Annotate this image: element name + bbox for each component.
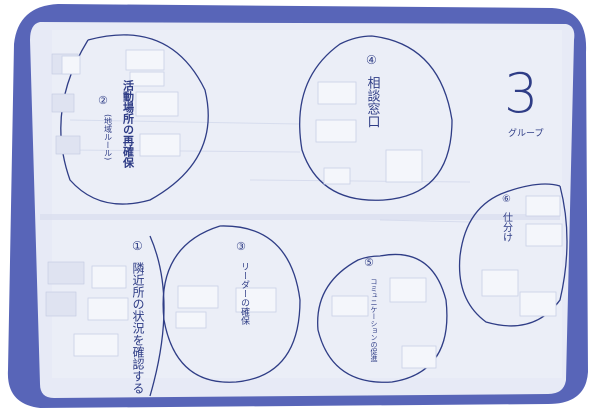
group-number: 3 xyxy=(504,62,538,125)
cluster-4-label: 相談窓口 xyxy=(365,76,381,128)
faded-background-lines xyxy=(69,119,471,223)
cluster-circles xyxy=(60,34,568,397)
cluster-6-number: ⑥ xyxy=(502,194,511,205)
cluster-1-bracket xyxy=(149,235,165,397)
cluster-5-number: ⑤ xyxy=(364,256,374,269)
sticky-notes xyxy=(45,49,563,369)
cluster-4-number: ④ xyxy=(366,53,377,67)
cluster-2-sub-label: (地域ルール) xyxy=(104,114,113,160)
cluster-2-label: 活動場所の再確保 xyxy=(122,79,136,169)
cluster-6-label: 仕分け xyxy=(501,211,513,242)
handwritten-labels: 3 グループ ② 活動場所の再確保 (地域ルール) ④ 相談窓口 ⑥ 仕分け ①… xyxy=(98,53,543,394)
cluster-circle-2 xyxy=(60,34,209,205)
cluster-5-label: コミュニケーションの促進 xyxy=(370,278,378,363)
cluster-circle-3 xyxy=(162,225,301,383)
cluster-1-label: 隣近所の状況を確認する xyxy=(131,261,145,394)
cluster-circle-6 xyxy=(458,183,568,327)
cluster-3-label: リーダーの確保 xyxy=(239,262,250,326)
cluster-2-number: ② xyxy=(98,94,108,107)
cluster-3-number: ③ xyxy=(236,240,246,253)
cluster-circle-5 xyxy=(317,253,448,383)
group-label: グループ xyxy=(508,127,543,139)
cluster-circle-4 xyxy=(299,35,453,201)
cluster-1-number: ① xyxy=(132,239,143,253)
